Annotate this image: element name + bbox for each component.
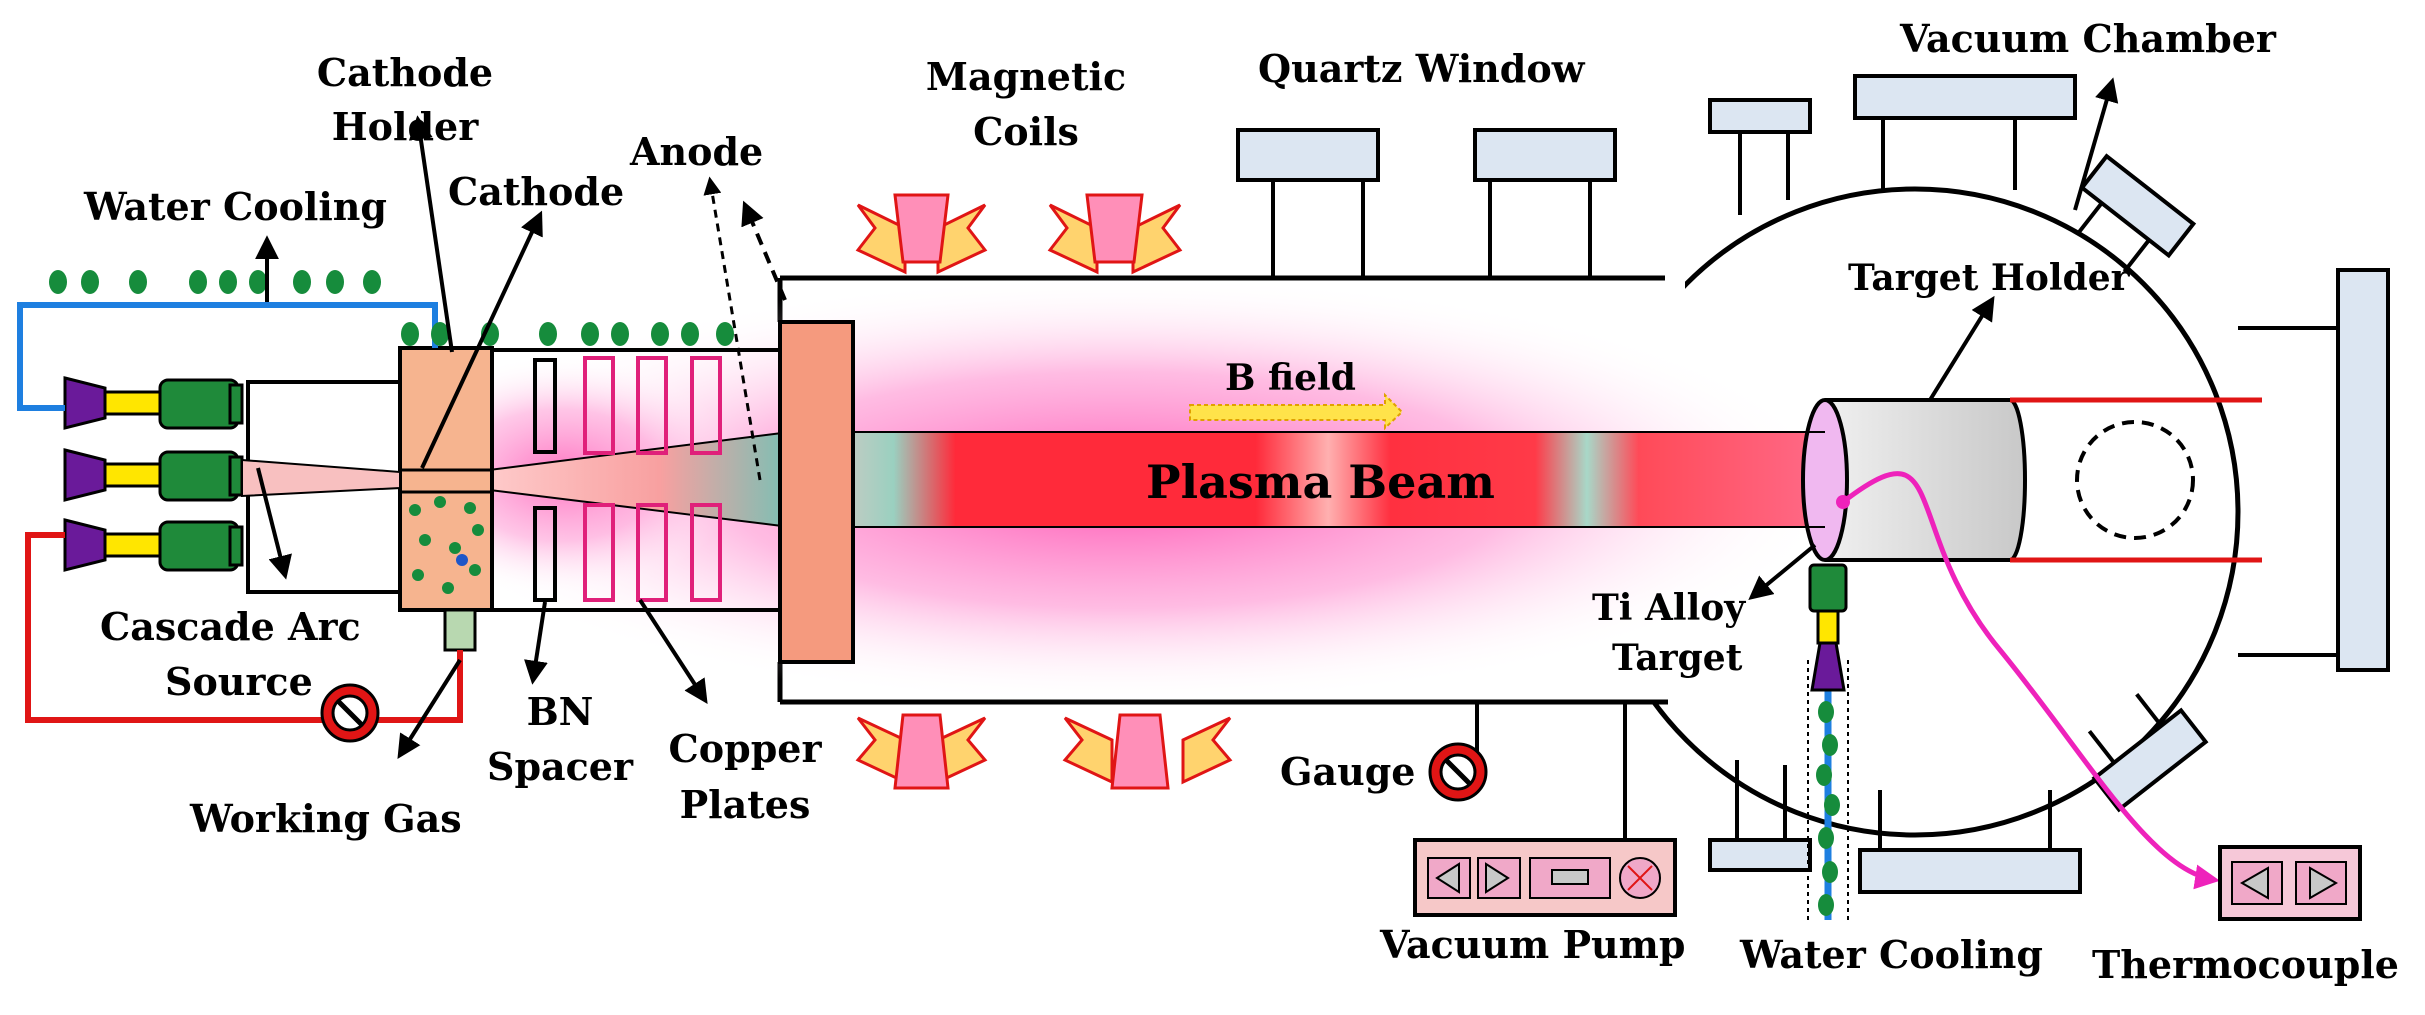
label-gauge: Gauge [1280, 749, 1415, 794]
label-copper-plates-2: Plates [680, 782, 811, 827]
label-cascade-arc-2: Source [165, 659, 313, 704]
label-anode: Anode [629, 129, 763, 174]
cascade-arc-source [63, 376, 402, 594]
label-thermocouple: Thermocouple [2092, 942, 2399, 987]
label-working-gas: Working Gas [189, 796, 462, 841]
label-water-cooling-bottom: Water Cooling [1739, 932, 2043, 977]
label-vacuum-chamber: Vacuum Chamber [1899, 16, 2277, 61]
pump-control-icon [1413, 838, 1677, 917]
copper-plates [583, 356, 722, 602]
chamber-ports [1236, 74, 2390, 894]
label-cathode: Cathode [448, 169, 624, 214]
leader-arrows [255, 77, 2119, 760]
label-plasma-beam: Plasma Beam [1146, 455, 1495, 509]
valve-icon [320, 683, 380, 743]
working-gas-line [25, 532, 463, 723]
thermocouple-wire [1841, 471, 2220, 890]
label-quartz-window: Quartz Window [1258, 46, 1586, 91]
b-field-arrow [1189, 392, 1404, 431]
bn-spacers [533, 358, 557, 602]
target-cooling-line [1807, 563, 1849, 920]
water-cooling-loop [17, 302, 438, 411]
label-magnetic-coils-2: Coils [973, 109, 1079, 154]
gauge-icon [1428, 742, 1488, 802]
holder-droplets [409, 496, 484, 594]
label-vacuum-pump: Vacuum Pump [1379, 922, 1685, 967]
label-cathode-holder-2: Holder [332, 104, 479, 149]
label-bn-spacer: BN [527, 689, 594, 734]
label-cathode-holder: Cathode [317, 50, 493, 95]
plasma-beam [464, 398, 1849, 562]
label-cascade-arc: Cascade Arc [100, 604, 361, 649]
label-water-cooling-left: Water Cooling [83, 184, 387, 229]
labels: Cathode Holder Water Cooling Cathode Ano… [83, 16, 2399, 987]
cathode-holder [398, 346, 494, 652]
label-ti-alloy: Ti Alloy [1592, 587, 1746, 629]
label-magnetic-coils: Magnetic [926, 54, 1126, 99]
label-copper-plates: Copper [669, 726, 823, 771]
label-ti-alloy-2: Target [1612, 637, 1743, 679]
label-target-holder: Target Holder [1848, 257, 2131, 299]
label-b-field: B field [1225, 357, 1356, 399]
target-holder [1825, 397, 2262, 563]
thermocouple-display-icon [2218, 845, 2362, 921]
anode-plate [778, 320, 855, 664]
magnetic-coils [855, 193, 1233, 790]
gauge-line [1475, 702, 1627, 840]
label-bn-spacer-2: Spacer [487, 744, 634, 789]
